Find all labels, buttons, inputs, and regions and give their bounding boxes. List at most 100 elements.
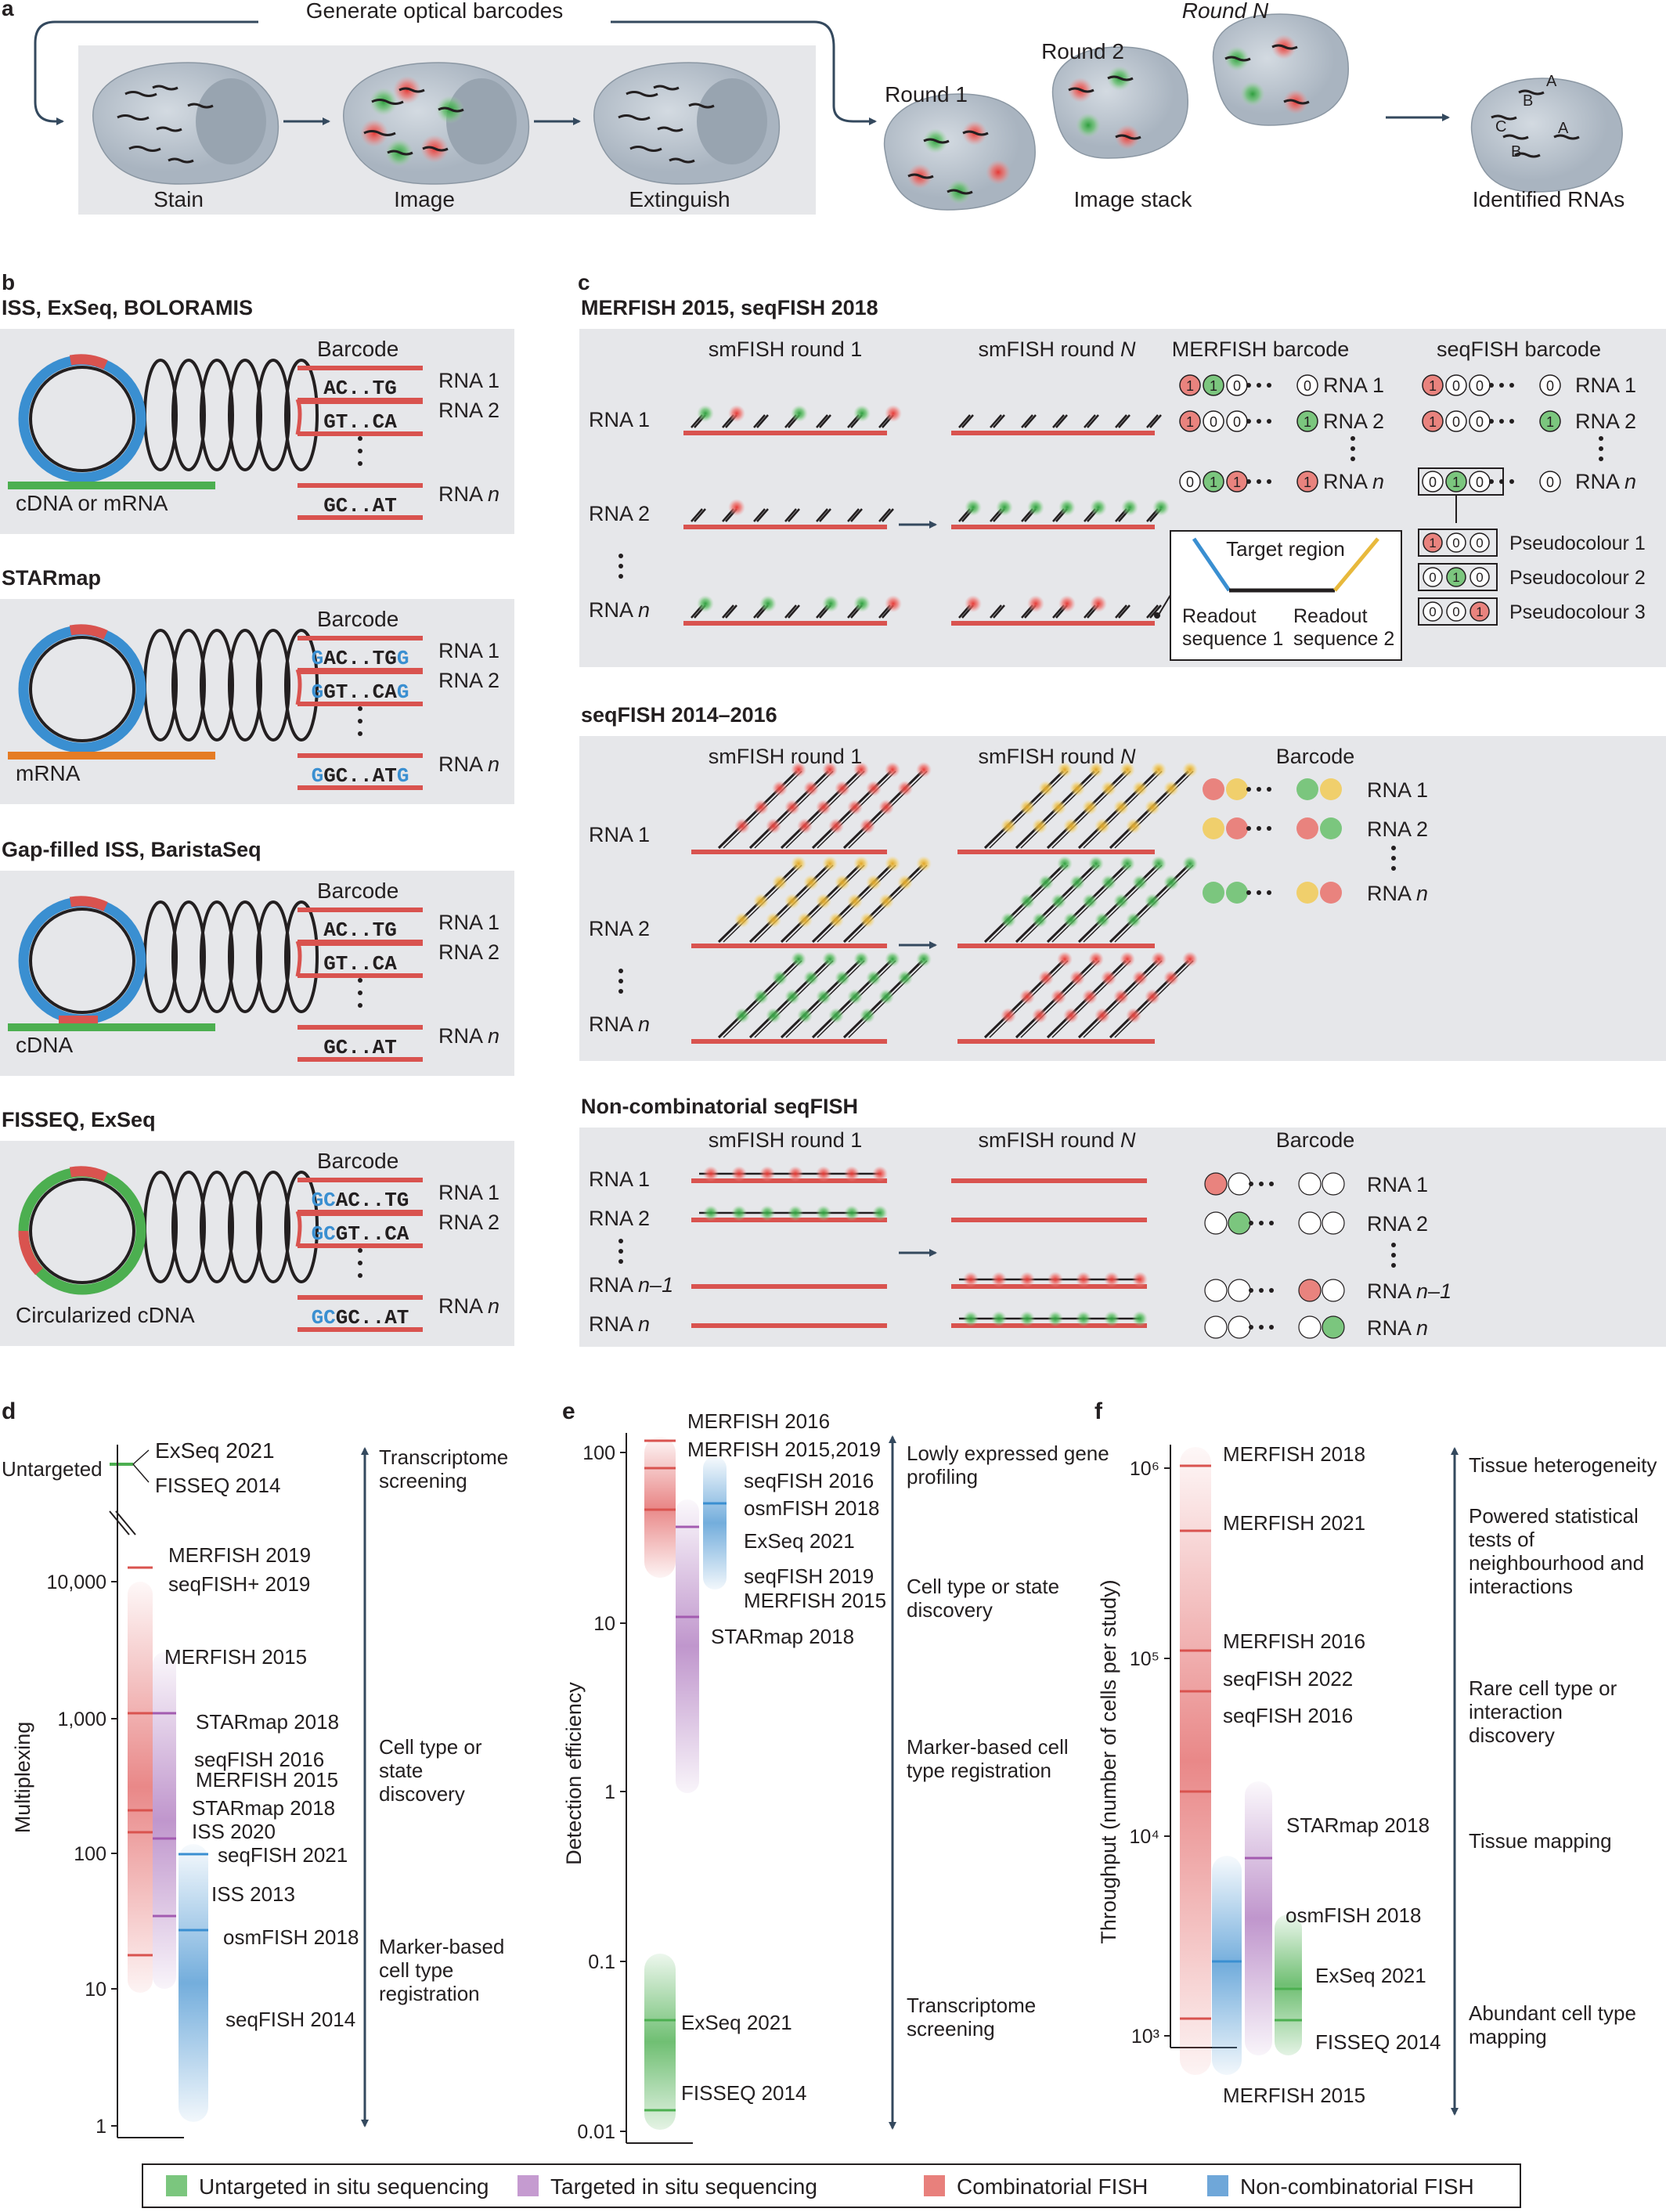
probe	[993, 604, 1005, 619]
rnan-label: RNA n	[438, 482, 499, 506]
round1-label: Round 1	[885, 82, 968, 106]
italic-n: n	[638, 1312, 650, 1336]
template-strand	[8, 1023, 215, 1031]
barcode-code-3-1: GCGT..CA	[312, 1222, 409, 1246]
target-rna	[951, 431, 1155, 435]
seqfish-bit-text: 1	[1452, 475, 1460, 490]
target-rna	[957, 1039, 1155, 1044]
ellipsis-dot	[1246, 479, 1251, 484]
barcode-bit-dot	[1322, 1315, 1345, 1339]
target-rna	[957, 944, 1155, 948]
fluor-dot	[816, 893, 831, 909]
d-tick-label-1: 10	[85, 1979, 106, 2001]
d-tick-label-2: 100	[74, 1843, 106, 1865]
barcode-bit-dot	[1204, 1315, 1228, 1339]
merfish-bit-text: 0	[1233, 378, 1241, 394]
e-label-3: osmFISH 2018	[744, 1496, 879, 1520]
f-tick-label-1: 10⁴	[1129, 1826, 1159, 1848]
identified-label: Identified RNAs	[1473, 187, 1625, 211]
f-tick-label-2: 10⁵	[1130, 1648, 1159, 1670]
target-rna	[691, 944, 887, 948]
merfish-bit	[1179, 471, 1201, 493]
probe	[1115, 604, 1127, 619]
merfish-rna-1: RNA 2	[1323, 410, 1384, 433]
panel-a-letter: a	[2, 0, 14, 20]
code-suffix: G	[397, 680, 409, 704]
inset-pointer	[1158, 594, 1171, 615]
e-label-9: FISSEQ 2014	[681, 2081, 806, 2105]
panel-e-letter: e	[562, 1398, 575, 1424]
template-label-1: mRNA	[16, 761, 81, 785]
fluor-dot	[1001, 818, 1016, 834]
c3-round1: smFISH round 1	[709, 1128, 863, 1152]
fluor-dot	[703, 1205, 719, 1221]
pseudo-box	[1418, 563, 1498, 591]
barcode-code-0-2: GC..AT	[323, 494, 397, 518]
seqfish-bit	[1445, 374, 1467, 396]
italic-n: n	[1416, 882, 1428, 905]
target-rna	[957, 850, 1155, 854]
probe	[1115, 414, 1127, 428]
fluor-dot	[1038, 875, 1054, 890]
seqfish-bit-text: 0	[1476, 414, 1484, 430]
ellipsis-dot	[1267, 787, 1271, 792]
c1-roundN: smFISH round N	[978, 337, 1136, 361]
code-core: GT..CA	[323, 680, 397, 704]
ellipsis-dot	[1246, 419, 1251, 424]
barcode-color-dot	[1203, 778, 1224, 800]
ellipsis-dot	[1391, 856, 1396, 861]
d-label-6: seqFISH 2016	[194, 1748, 324, 1771]
fluor-dot	[1063, 818, 1079, 834]
barcode-segment	[69, 1166, 108, 1182]
c3-barcode-rna-1: RNA 2	[1367, 1212, 1428, 1236]
legend-box	[142, 2163, 1521, 2208]
f-label-3: seqFISH 2022	[1223, 1667, 1353, 1691]
probe	[756, 414, 769, 428]
fluor-dot	[1163, 875, 1179, 890]
fluor-dot	[1152, 499, 1170, 516]
italic-n: n	[488, 1024, 499, 1048]
ellipsis-dot	[618, 1259, 623, 1264]
barcode-color-dot	[1203, 882, 1224, 904]
fluor-dot	[784, 989, 800, 1005]
fluor-dot	[1101, 875, 1116, 890]
ellipsis-dot	[1391, 866, 1396, 871]
ellipsis-dot	[618, 554, 623, 558]
f-tick-label-3: 10⁶	[1130, 1458, 1159, 1480]
template-label-2: cDNA	[16, 1033, 73, 1057]
italic-n: n	[1372, 470, 1384, 493]
readout2-line1: Readout	[1293, 605, 1368, 627]
barcode-bit-dot	[1298, 1172, 1322, 1196]
merfish-bit	[1179, 374, 1201, 396]
fluor-dot	[753, 989, 769, 1005]
seqfish-bit	[1445, 410, 1467, 432]
fluor-dot	[1145, 893, 1160, 909]
seqfish-bit-text: 1	[1546, 414, 1554, 430]
cell-image	[343, 62, 530, 185]
probe	[753, 414, 766, 428]
readout-2-line	[1333, 537, 1379, 592]
pseudo-bit	[1423, 567, 1443, 587]
f-range-bar-1	[1245, 1781, 1272, 2055]
e-label-2: seqFISH 2016	[744, 1469, 874, 1492]
c2-row-label-0: RNA 1	[589, 823, 650, 846]
fluor-dot	[965, 595, 982, 612]
rnan-label: RNA n	[438, 1294, 499, 1318]
f-label-2: MERFISH 2016	[1223, 1629, 1365, 1653]
seqfish-bit	[1422, 374, 1444, 396]
probe	[1021, 414, 1033, 428]
ellipsis-dot	[1249, 1182, 1253, 1186]
merfish-bit-text: 1	[1304, 475, 1311, 490]
f-range-bar-2	[1212, 1856, 1242, 2075]
fluor-dot	[847, 893, 863, 909]
barcode-color-dot	[1296, 817, 1318, 839]
target-rna	[691, 1178, 887, 1183]
seqfish-bit	[1422, 410, 1444, 432]
merfish-bit-text: 1	[1210, 475, 1217, 490]
barcode-bar	[298, 515, 423, 520]
